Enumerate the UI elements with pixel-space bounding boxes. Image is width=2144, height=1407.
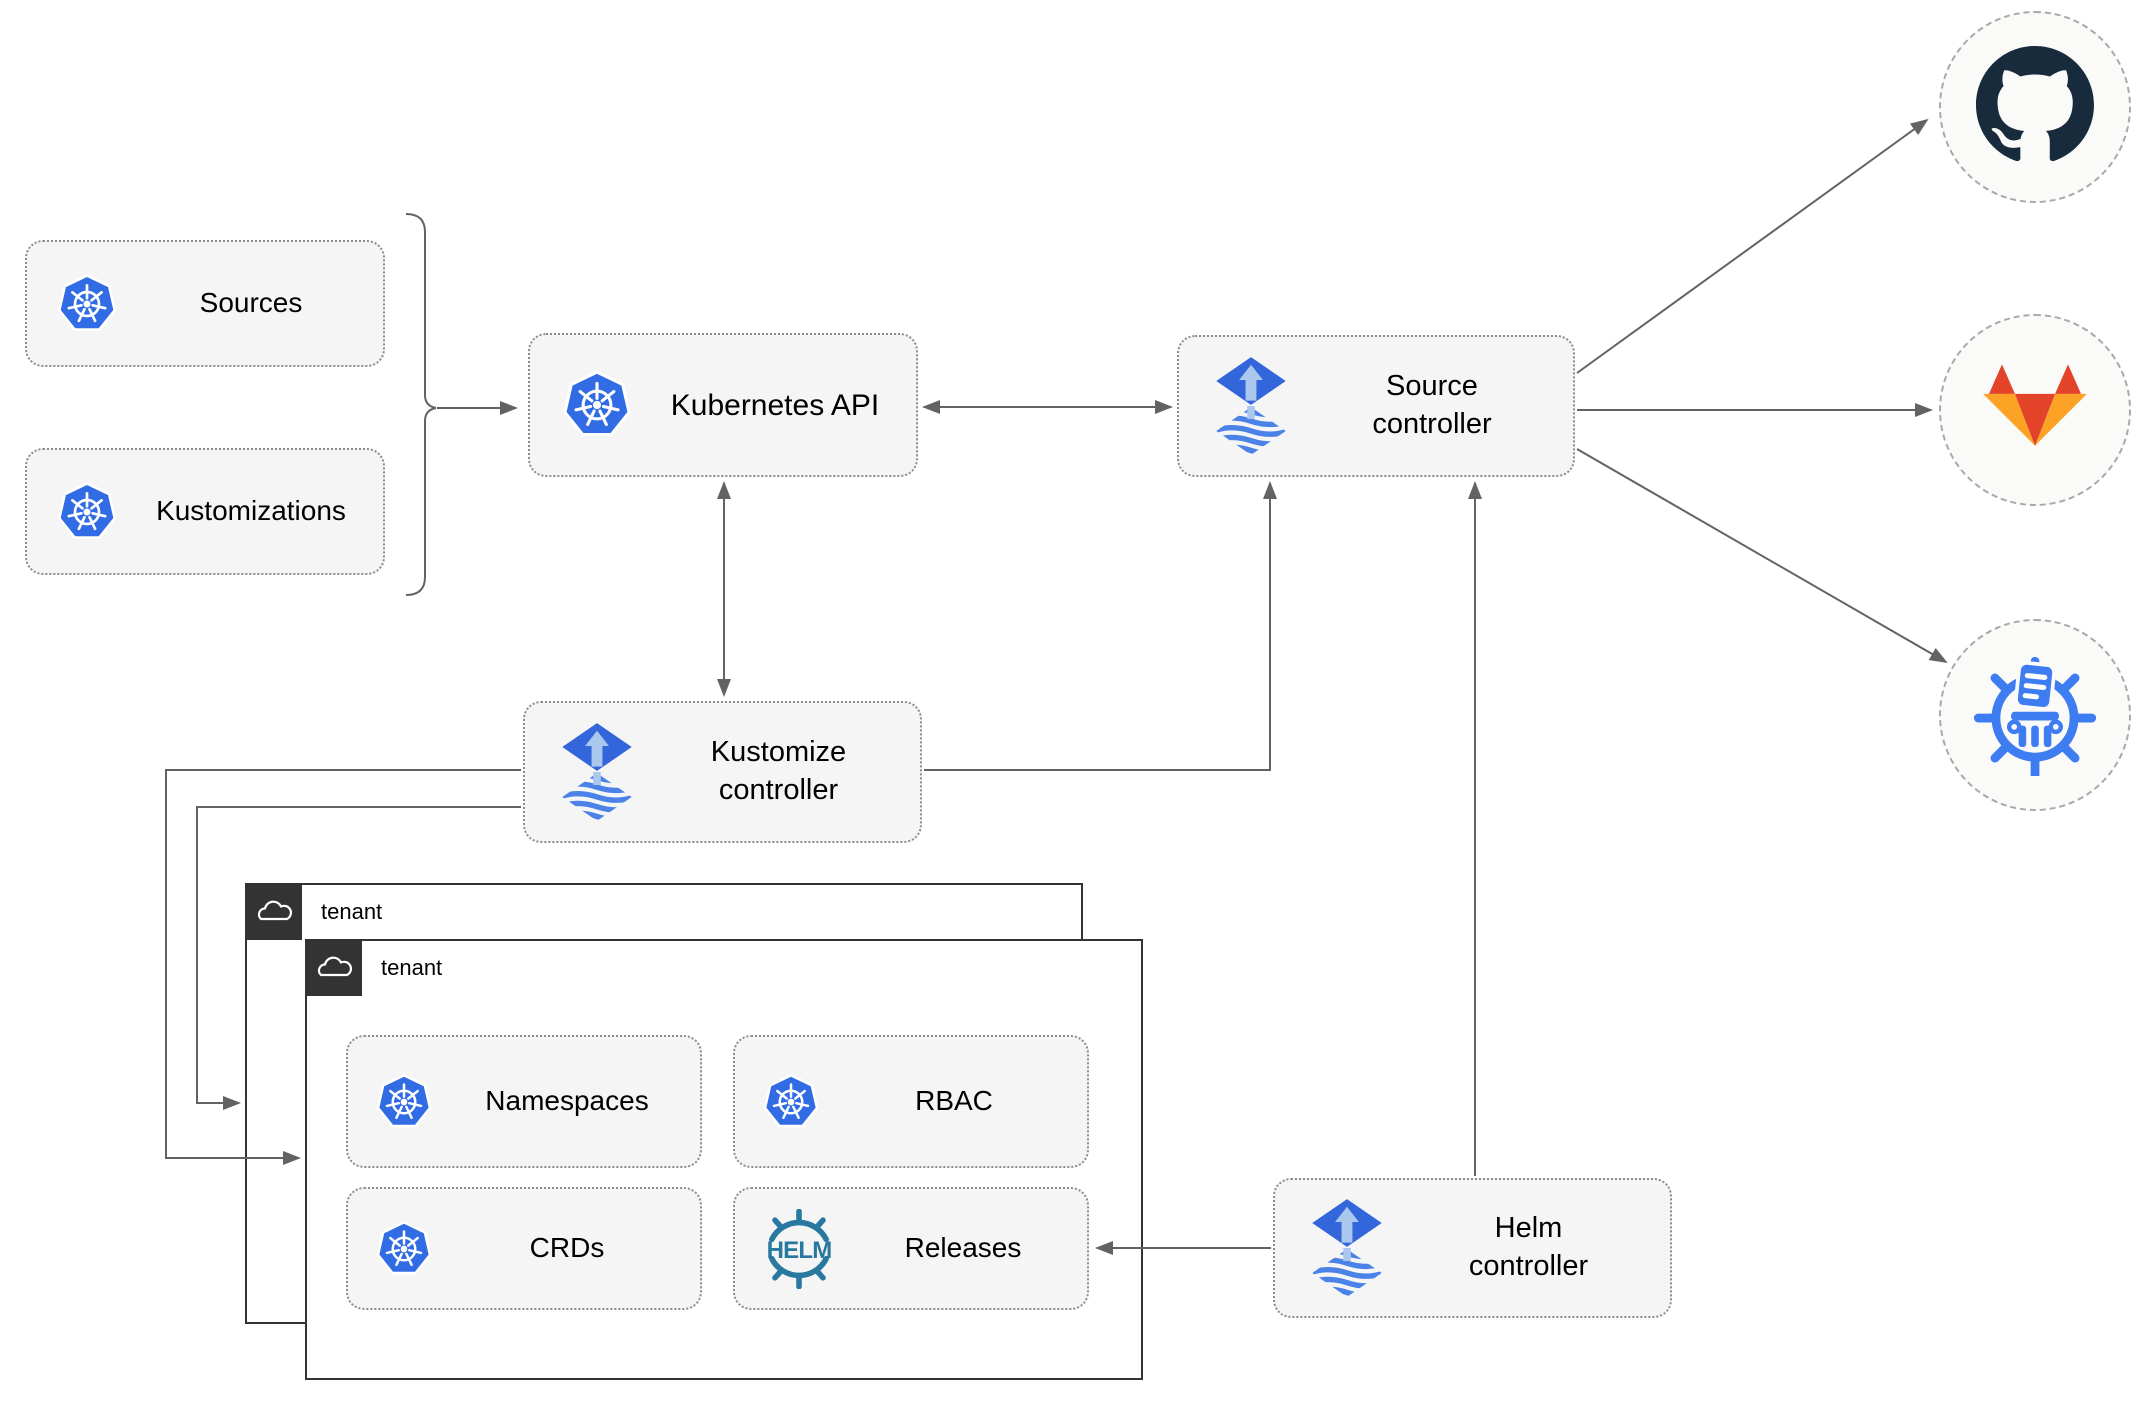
node-crds: CRDs: [346, 1187, 702, 1310]
node-label: Namespaces: [485, 1085, 649, 1117]
edge-kustomize-controller-to-source-controller: [924, 481, 1277, 771]
kubernetes-icon: [55, 272, 119, 336]
kubernetes-icon: [55, 480, 119, 544]
node-label: Source controller: [1372, 370, 1492, 440]
flux-icon: [557, 721, 637, 823]
node-kubernetes-api: Kubernetes API: [528, 333, 918, 477]
node-kustomize-controller: Kustomize controller: [523, 701, 922, 843]
node-label: Helm controller: [1468, 1212, 1589, 1282]
kubernetes-icon: [374, 1219, 434, 1279]
node-source-controller: Source controller: [1177, 335, 1575, 477]
hub-github: [1939, 11, 2131, 203]
node-helm-controller: Helm controller: [1273, 1178, 1672, 1318]
tenant-label: tenant: [381, 954, 443, 980]
node-sources: Sources: [25, 240, 385, 367]
hub-gitlab: [1939, 314, 2131, 506]
github-icon: [1976, 45, 2094, 169]
node-kustomizations: Kustomizations: [25, 448, 385, 575]
node-releases: Releases: [733, 1187, 1089, 1310]
chartmuseum-icon: [1972, 650, 2098, 781]
helm-icon: [759, 1209, 839, 1289]
edge-source-controller-to-github: [1576, 118, 1929, 374]
gitlab-icon: [1976, 358, 2094, 463]
kubernetes-icon: [761, 1072, 821, 1132]
flux-icon: [1211, 355, 1291, 457]
node-label: Kustomize controller: [710, 736, 847, 806]
node-label: CRDs: [529, 1232, 605, 1264]
kubernetes-icon: [374, 1072, 434, 1132]
kubernetes-icon: [560, 368, 634, 442]
node-label: Kubernetes API: [670, 388, 880, 422]
node-rbac: RBAC: [733, 1035, 1089, 1168]
node-label: Kustomizations: [156, 495, 346, 527]
flux-icon: [1307, 1197, 1387, 1299]
cloud-icon: [305, 939, 362, 996]
node-label: RBAC: [915, 1085, 993, 1117]
tenant-label: tenant: [321, 898, 383, 924]
hub-chartmuseum: [1939, 619, 2131, 811]
node-label: Sources: [199, 287, 303, 319]
cloud-icon: [245, 883, 302, 940]
node-namespaces: Namespaces: [346, 1035, 702, 1168]
node-label: Releases: [904, 1232, 1022, 1264]
edge-brace-collector: [405, 213, 437, 596]
edge-source-controller-to-chartmuseum: [1576, 448, 1948, 663]
